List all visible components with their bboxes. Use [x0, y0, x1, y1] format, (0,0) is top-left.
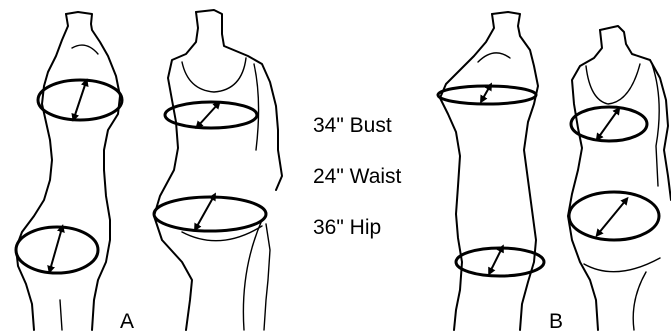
hip-tape-a-front — [154, 196, 266, 231]
panel-b-front-figure — [568, 26, 671, 330]
hip-tape-b-front — [569, 192, 659, 240]
panel-a-side-figure — [16, 12, 122, 330]
panel-a-label: A — [120, 310, 134, 331]
panel-b-label: B — [549, 310, 563, 331]
bust-tape-b-side — [438, 86, 536, 104]
panel-b-side-figure — [438, 12, 544, 330]
hip-tape-b-side — [456, 248, 544, 276]
bust-tape-a-front — [165, 102, 257, 128]
bust-tape-b-front — [571, 107, 647, 141]
panel-a-front-figure — [154, 10, 282, 330]
bust-measurement-label: 34" Bust — [313, 114, 392, 137]
waist-measurement-label: 24" Waist — [313, 165, 402, 188]
measurement-labels: 34" Bust 24" Waist 36" Hip — [313, 114, 402, 239]
hip-measurement-label: 36" Hip — [313, 216, 381, 239]
hip-tape-a-side — [16, 227, 98, 273]
bust-tape-a-side — [38, 80, 122, 120]
